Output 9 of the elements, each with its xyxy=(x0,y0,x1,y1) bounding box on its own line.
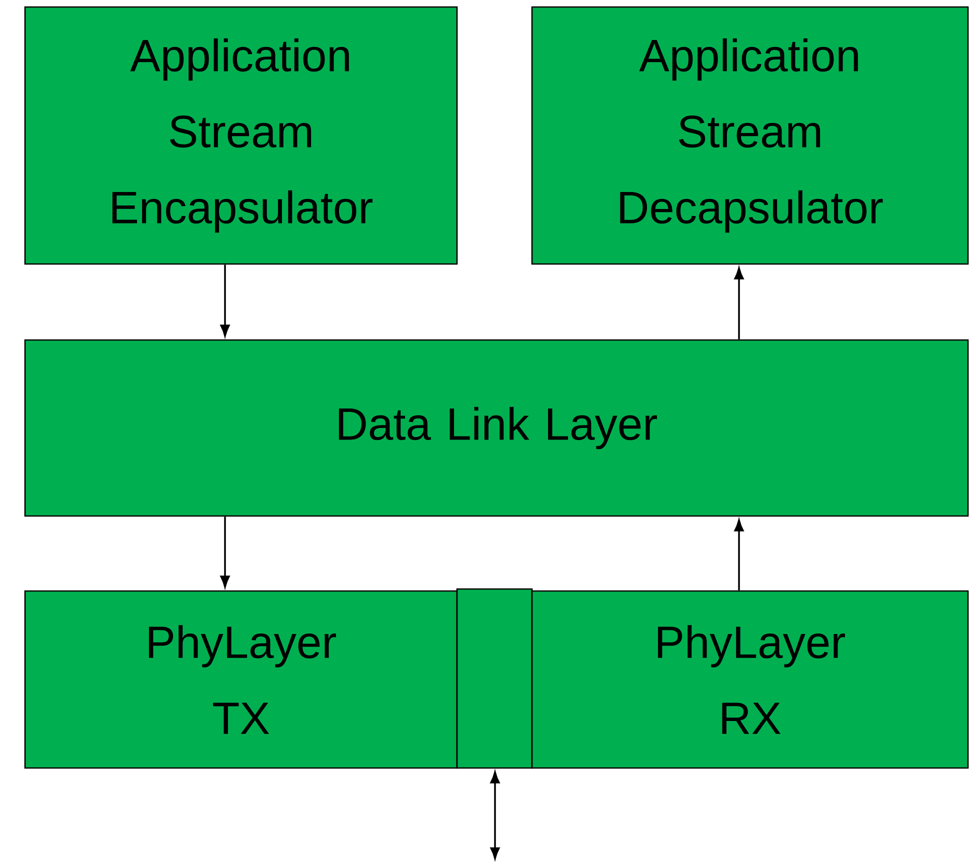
connector-box xyxy=(456,588,533,769)
layer-box: Application Stream Decapsulator xyxy=(531,6,969,265)
arrow xyxy=(734,519,744,590)
arrow xyxy=(220,516,230,588)
layer-box: Data Link Layer xyxy=(24,339,969,517)
arrow xyxy=(734,267,744,340)
layer-box: Application Stream Encapsulator xyxy=(24,6,458,265)
arrow xyxy=(490,771,500,860)
arrow xyxy=(220,264,230,337)
